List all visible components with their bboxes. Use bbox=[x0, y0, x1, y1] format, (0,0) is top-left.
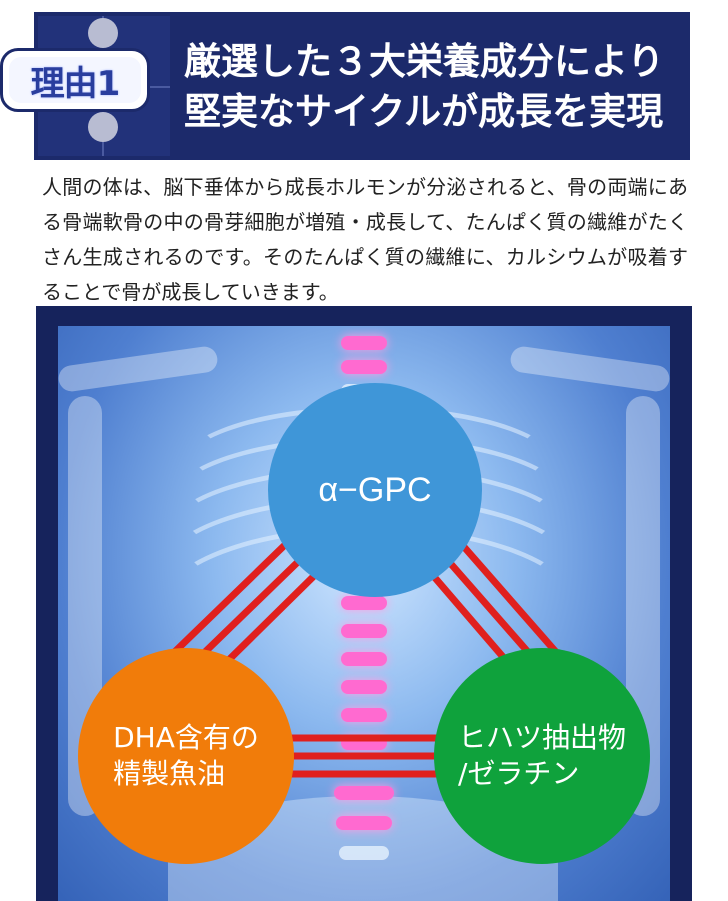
vertebra bbox=[341, 680, 387, 694]
ingredient-circle-hihatsu: ヒハツ抽出物 /ゼラチン bbox=[434, 648, 650, 864]
body-paragraph: 人間の体は、脳下垂体から成長ホルモンが分泌されると、骨の両端にある骨端軟骨の中の… bbox=[42, 175, 688, 304]
ingredient-label-hihatsu-line2: /ゼラチン bbox=[457, 757, 580, 790]
vertebra bbox=[339, 846, 389, 860]
connector-top-left bbox=[155, 537, 293, 671]
ingredient-label-hihatsu: ヒハツ抽出物 /ゼラチン bbox=[458, 720, 626, 792]
pattern-dot bbox=[88, 112, 118, 142]
connector-top-right bbox=[455, 537, 573, 671]
vertebra bbox=[341, 336, 387, 350]
vertebra bbox=[341, 652, 387, 666]
ingredient-circle-dha: DHA含有の 精製魚油 bbox=[78, 648, 294, 864]
reason-badge: 理由1 bbox=[0, 48, 150, 112]
header-banner: 厳選した３大栄養成分により 堅実なサイクルが成長を実現 bbox=[34, 12, 690, 160]
vertebra bbox=[341, 596, 387, 610]
ingredient-label-dha-line2: 精製魚油 bbox=[113, 757, 226, 790]
ingredient-label-dha: DHA含有の 精製魚油 bbox=[113, 720, 259, 792]
vertebra bbox=[334, 786, 394, 800]
ingredient-label-gpc: α−GPC bbox=[318, 471, 432, 509]
reason-badge-label: 理由1 bbox=[30, 63, 121, 104]
vertebra bbox=[341, 708, 387, 722]
vertebra bbox=[341, 624, 387, 638]
ingredient-circle-gpc: α−GPC bbox=[268, 383, 482, 597]
title-line-1: 厳選した３大栄養成分により bbox=[184, 40, 665, 83]
reason-badge-inner: 理由1 bbox=[9, 57, 141, 104]
pattern-dot bbox=[88, 18, 118, 48]
title-line-2: 堅実なサイクルが成長を実現 bbox=[184, 90, 664, 133]
ingredient-label-dha-line1: DHA含有の bbox=[113, 721, 259, 754]
vertebra bbox=[341, 360, 387, 374]
ingredient-label-hihatsu-line1: ヒハツ抽出物 bbox=[457, 721, 626, 754]
vertebra bbox=[336, 816, 392, 830]
